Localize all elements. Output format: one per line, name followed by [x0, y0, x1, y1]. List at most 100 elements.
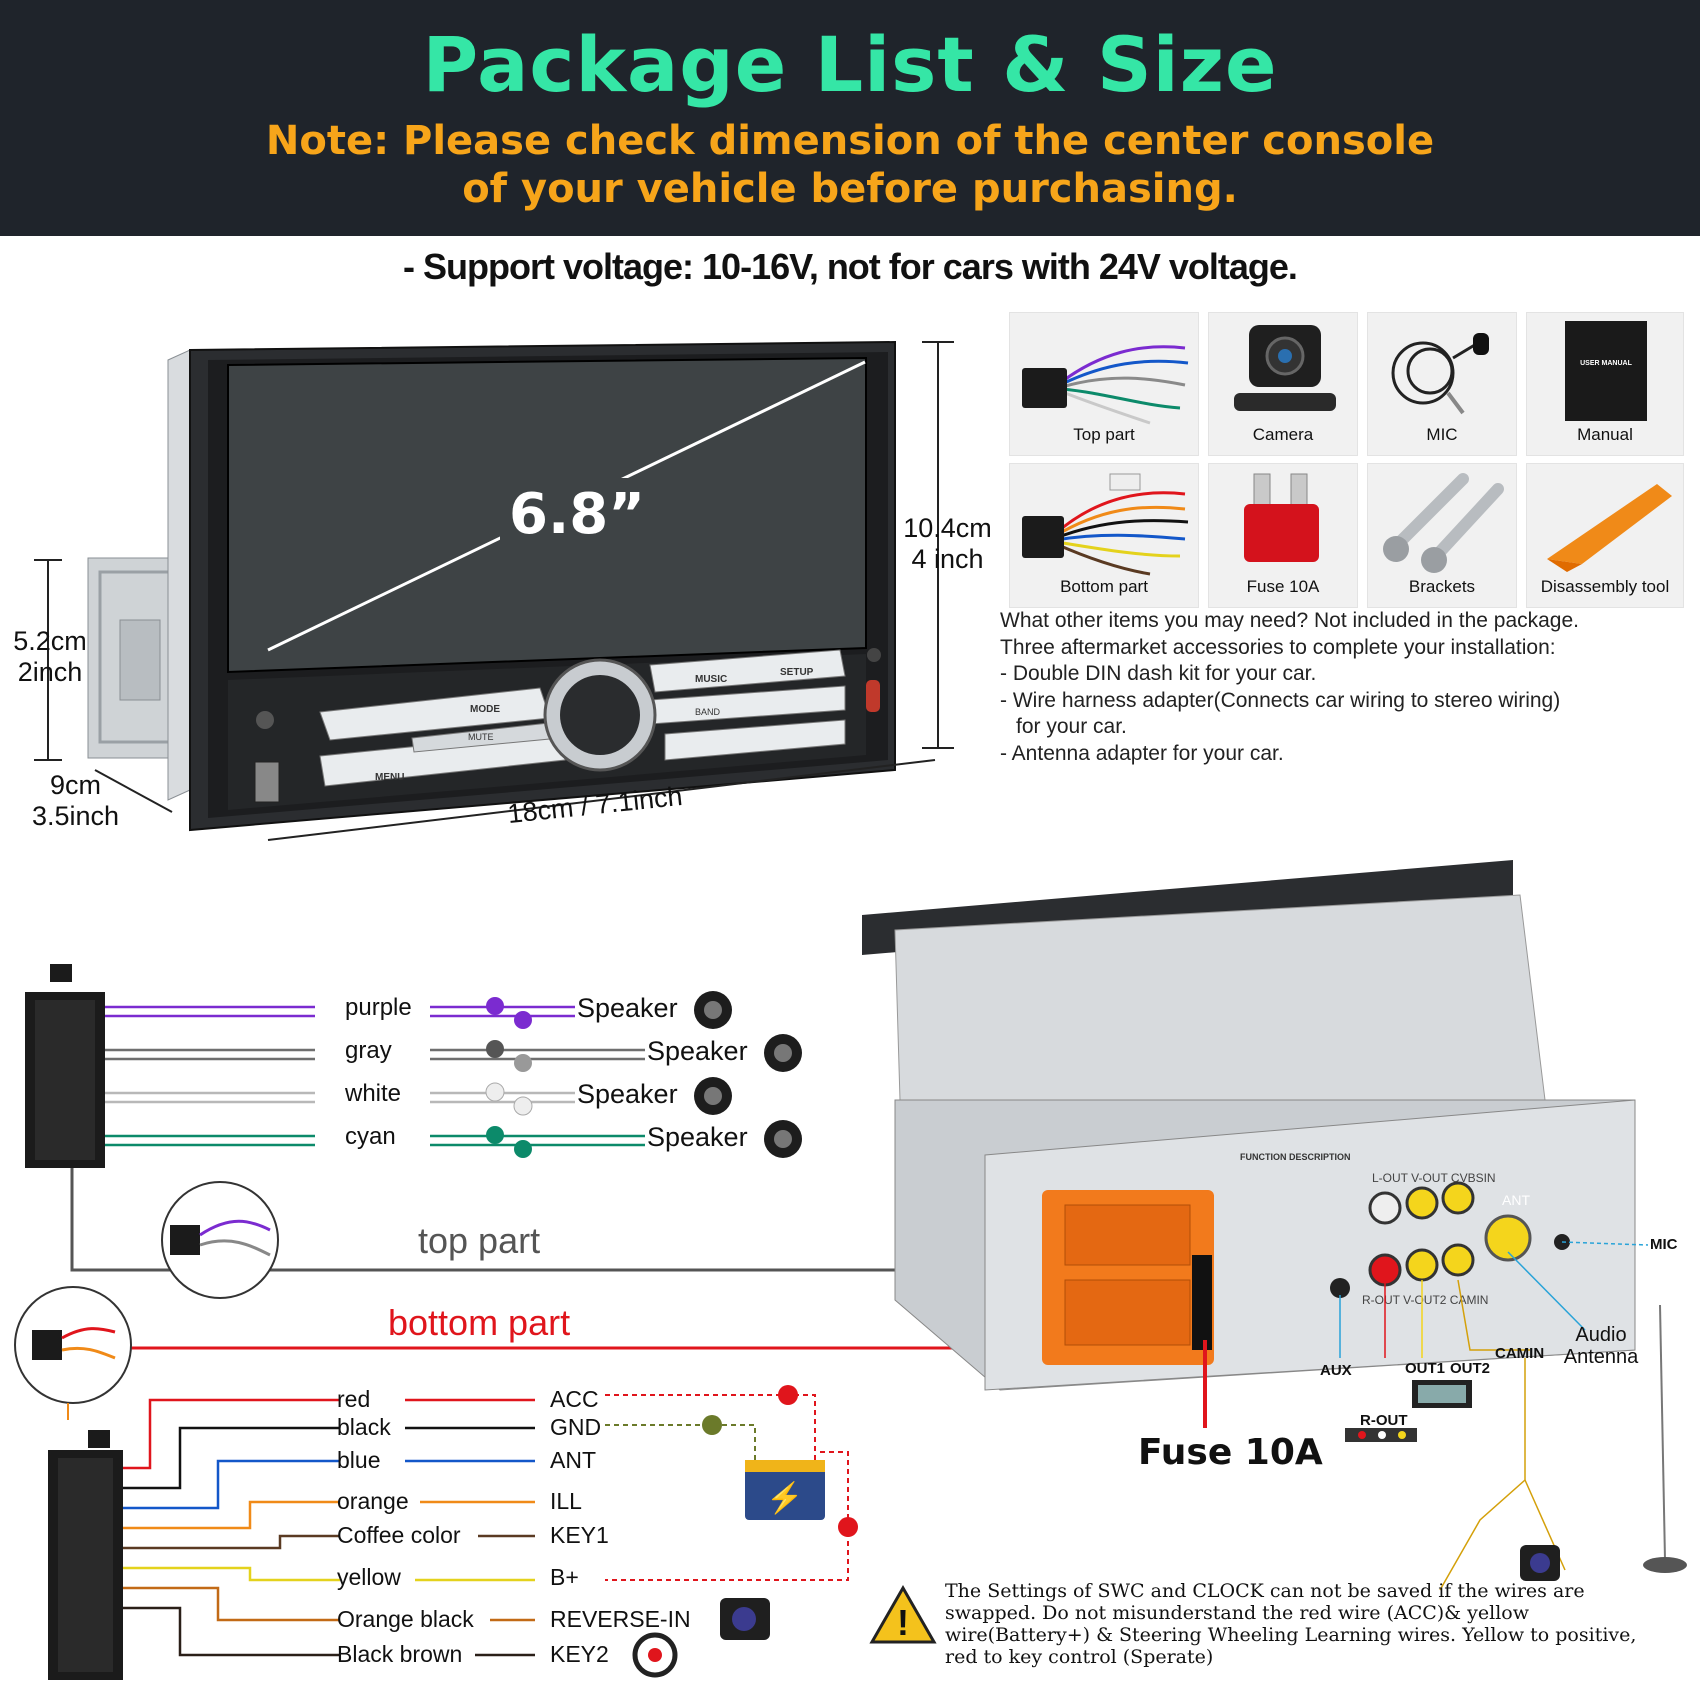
pry-tool-icon: [1547, 484, 1672, 572]
speaker-label-1: Speaker: [577, 993, 678, 1023]
page-title: Package List & Size: [422, 20, 1278, 109]
rca-ports: [1330, 1181, 1570, 1298]
usb-c-port: [866, 680, 880, 712]
power-wire-color-label: Coffee color: [337, 1522, 461, 1548]
battery-icon: ⚡: [745, 1460, 825, 1520]
bottom-connector-icon: [48, 1430, 123, 1680]
bottom-part-thumbnail: [14, 1286, 132, 1404]
speaker-icons: [694, 991, 802, 1158]
speaker-label-2: Speaker: [647, 1036, 748, 1066]
power-wire-function-label: ILL: [550, 1488, 582, 1514]
warning-icon: !: [869, 1584, 937, 1644]
callout-lines: [1203, 1241, 1649, 1591]
package-item-label: Camera: [1252, 425, 1314, 444]
head-unit-front-illustration: 6.8” MODE MENU MUTE MUSIC SETUP BAND: [34, 340, 954, 841]
screen-size-label: 6.8”: [509, 482, 645, 547]
mic-callout: MIC: [1650, 1236, 1678, 1253]
package-item-mic: MIC: [1367, 312, 1517, 456]
power-wire-color-label: Orange black: [337, 1606, 474, 1632]
speaker-wire-white-label: white: [345, 1080, 402, 1107]
speaker-wire-purple-label: purple: [345, 994, 412, 1021]
fuse-callout: Fuse 10A: [1138, 1432, 1323, 1473]
power-wire-color-label: black: [337, 1414, 391, 1440]
microphone-icon: [1391, 333, 1489, 415]
fuse-icon: [1244, 473, 1319, 562]
band-button-label: BAND: [695, 707, 721, 717]
package-item-label: Brackets: [1408, 577, 1476, 596]
steering-wheel-icon: [632, 1632, 678, 1678]
bracket-icon: [1383, 473, 1504, 573]
out2-callout: OUT2: [1450, 1360, 1491, 1377]
not-included-line: for your car.: [1016, 715, 1127, 738]
package-item-label: MIC: [1426, 425, 1458, 444]
not-included-line: What other items you may need? Not inclu…: [1000, 609, 1579, 632]
dimension-lines: [34, 341, 954, 841]
voltage-note: - Support voltage: 10-16V, not for cars …: [403, 246, 1298, 287]
speaker-label-4: Speaker: [647, 1122, 748, 1152]
rear-ports-top-label: L-OUT V-OUT CVBSIN: [1372, 1171, 1496, 1185]
polarity-dots: [485, 997, 533, 1158]
menu-button-label: MENU: [375, 772, 404, 783]
aux-port: [867, 648, 881, 662]
bottom-part-label: bottom part: [388, 1302, 571, 1343]
power-wire-color-label: Black brown: [337, 1641, 463, 1667]
manual-book-icon: USER MANUAL: [1565, 321, 1647, 421]
not-included-list: What other items you may need? Not inclu…: [1000, 608, 1690, 767]
top-part-label: top part: [418, 1220, 541, 1261]
power-wire-function-label: KEY1: [550, 1522, 609, 1548]
ant-label: ANT: [1502, 1192, 1530, 1208]
camera-icon: [1234, 325, 1336, 411]
music-button-label: MUSIC: [695, 674, 727, 685]
header-banner: [0, 0, 1700, 236]
package-item-label: Manual: [1577, 425, 1633, 444]
power-wire-color-label: blue: [337, 1447, 381, 1473]
speaker-label-3: Speaker: [577, 1079, 678, 1109]
package-item-label: Disassembly tool: [1540, 577, 1670, 596]
package-item-disassembly-tool: Disassembly tool: [1526, 463, 1684, 608]
power-wire-color-label: red: [337, 1386, 371, 1412]
package-item-camera: Camera: [1208, 312, 1358, 456]
not-included-line: Three aftermarket accessories to complet…: [1000, 635, 1556, 659]
warning-text: The Settings of SWC and CLOCK can not be…: [945, 1580, 1637, 1668]
not-included-line: - Double DIN dash kit for your car.: [1000, 662, 1317, 685]
rear-ports-bottom-label: R-OUT V-OUT2 CAMIN: [1362, 1293, 1488, 1307]
top-part-line: [70, 1168, 1105, 1272]
package-item-fuse: Fuse 10A: [1208, 463, 1358, 608]
rout-plug-icon: [1345, 1428, 1417, 1442]
usb-port: [254, 761, 280, 803]
mode-button-label: MODE: [470, 704, 500, 715]
mute-button-label: MUTE: [468, 732, 494, 742]
rout-callout: R-OUT: [1360, 1412, 1408, 1429]
power-wire-function-label: REVERSE-IN: [550, 1606, 691, 1632]
package-item-label: Fuse 10A: [1246, 577, 1320, 596]
package-item-bottom-part: Bottom part: [1009, 463, 1199, 608]
package-item-manual: USER MANUAL Manual: [1526, 312, 1684, 456]
package-item-label: Top part: [1073, 425, 1135, 444]
harness-connector-icon: [1022, 345, 1189, 425]
harness-connector-icon: [1022, 473, 1189, 576]
power-wire-color-label: yellow: [337, 1564, 401, 1590]
antenna-icon: [1643, 1304, 1687, 1573]
camin-callout: CAMIN: [1495, 1345, 1545, 1362]
battery-connection-lines: [605, 1394, 849, 1581]
function-sticker: FUNCTION DESCRIPTION: [1240, 1152, 1351, 1162]
seek-button[interactable]: [664, 719, 846, 761]
power-wire-function-label: B+: [550, 1564, 579, 1590]
reverse-camera-icon: [720, 1598, 770, 1640]
package-item-label: Bottom part: [1060, 577, 1148, 596]
aux-callout: AUX: [1320, 1362, 1352, 1379]
power-wire-color-label: orange: [337, 1488, 409, 1514]
not-included-line: - Wire harness adapter(Connects car wiri…: [1000, 688, 1561, 712]
note-line-1: Note: Please check dimension of the cent…: [265, 118, 1435, 164]
music-setup-button[interactable]: [649, 649, 846, 693]
note-line-2: of your vehicle before purchasing.: [462, 166, 1238, 212]
power-wire-function-label: KEY2: [550, 1641, 609, 1667]
mic-hole: [256, 711, 274, 729]
svg-text:!: !: [897, 1602, 909, 1643]
speaker-wire-lines: [105, 1005, 645, 1147]
package-item-brackets: Brackets: [1367, 463, 1517, 608]
